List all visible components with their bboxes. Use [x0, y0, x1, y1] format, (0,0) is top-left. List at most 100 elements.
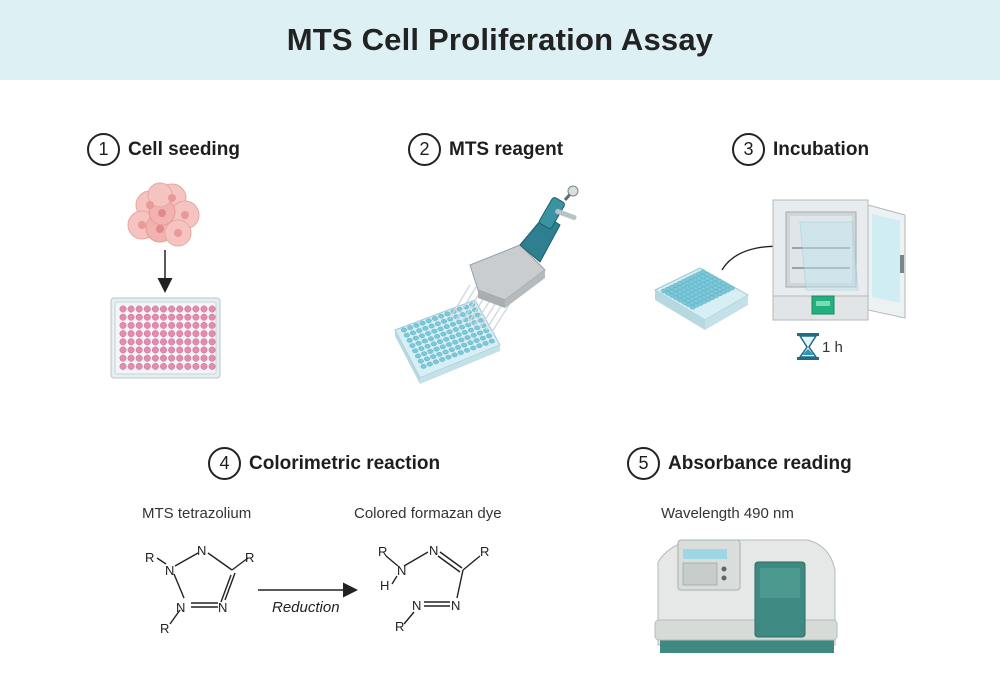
- well: [168, 338, 176, 346]
- well: [135, 338, 143, 346]
- well: [208, 330, 216, 338]
- well: [461, 330, 468, 335]
- well: [135, 346, 143, 354]
- step-2: 2 MTS reagent: [408, 133, 563, 166]
- well: [119, 362, 127, 370]
- well: [127, 362, 135, 370]
- well: [439, 344, 446, 350]
- well: [135, 362, 143, 370]
- well: [184, 321, 192, 329]
- well: [192, 321, 200, 329]
- well: [127, 346, 135, 354]
- well: [421, 351, 428, 357]
- well: [151, 338, 159, 346]
- well: [160, 354, 167, 362]
- well: [160, 362, 167, 370]
- well: [127, 330, 135, 338]
- well: [457, 350, 464, 355]
- well: [468, 327, 475, 333]
- step-5-label: Absorbance reading: [668, 452, 852, 474]
- well: [470, 332, 477, 338]
- well: [143, 321, 151, 329]
- well: [200, 362, 208, 370]
- well: [135, 330, 143, 338]
- well: [449, 334, 456, 340]
- well: [410, 330, 417, 336]
- well: [176, 354, 184, 362]
- well: [184, 362, 192, 370]
- spectrophotometer-icon: [654, 539, 838, 653]
- well: [436, 351, 443, 357]
- well: [200, 330, 208, 338]
- well: [412, 335, 419, 341]
- well: [464, 335, 471, 340]
- formazan-r-bottom: R: [395, 619, 404, 634]
- well: [127, 338, 135, 346]
- well: [200, 321, 208, 329]
- well: [448, 347, 455, 353]
- well: [428, 323, 435, 329]
- well: [168, 354, 176, 362]
- well: [151, 313, 159, 321]
- well: [459, 324, 466, 330]
- well: [428, 336, 435, 342]
- well: [426, 361, 433, 367]
- cell-cluster-icon: [127, 182, 200, 247]
- well: [184, 354, 192, 362]
- well: [119, 321, 127, 329]
- well: [461, 342, 468, 348]
- well: [415, 340, 422, 346]
- well: [200, 338, 208, 346]
- title-banner: MTS Cell Proliferation Assay: [0, 0, 1000, 80]
- well: [208, 354, 216, 362]
- well: [192, 354, 200, 362]
- well: [143, 346, 151, 354]
- well: [151, 346, 159, 354]
- well: [135, 321, 143, 329]
- formazan-structure: [385, 551, 481, 625]
- well: [160, 330, 167, 338]
- well: [477, 330, 484, 336]
- well: [168, 313, 176, 321]
- well: [143, 305, 151, 313]
- well: [184, 305, 192, 313]
- step-4: 4 Colorimetric reaction: [208, 447, 440, 480]
- well: [143, 338, 151, 346]
- well: [451, 352, 458, 358]
- step-5: 5 Absorbance reading: [627, 447, 852, 480]
- atom-r-right: R: [245, 550, 254, 565]
- formazan-n-2: N: [429, 543, 438, 558]
- well: [119, 330, 127, 338]
- well: [728, 285, 735, 291]
- well: [443, 336, 450, 342]
- well: [192, 313, 200, 321]
- well: [135, 354, 143, 362]
- well-plate-icon: [110, 297, 221, 379]
- well: [474, 325, 481, 331]
- well: [151, 305, 159, 313]
- well: [432, 316, 439, 321]
- well: [430, 341, 437, 347]
- well: [452, 327, 459, 332]
- well: [452, 339, 459, 345]
- incubation-time: 1 h: [822, 339, 843, 356]
- well: [464, 347, 471, 353]
- well: [458, 337, 465, 343]
- well: [208, 313, 216, 321]
- well: [192, 362, 200, 370]
- well: [160, 313, 167, 321]
- well: [168, 362, 176, 370]
- well: [418, 346, 425, 351]
- well: [443, 324, 450, 329]
- well: [446, 329, 453, 335]
- well: [192, 346, 200, 354]
- well: [176, 313, 184, 321]
- well: [208, 305, 216, 313]
- well: [425, 331, 432, 336]
- well: [127, 305, 135, 313]
- well: [434, 321, 441, 327]
- well: [425, 318, 432, 324]
- product-label: Colored formazan dye: [354, 505, 502, 522]
- well: [412, 348, 419, 354]
